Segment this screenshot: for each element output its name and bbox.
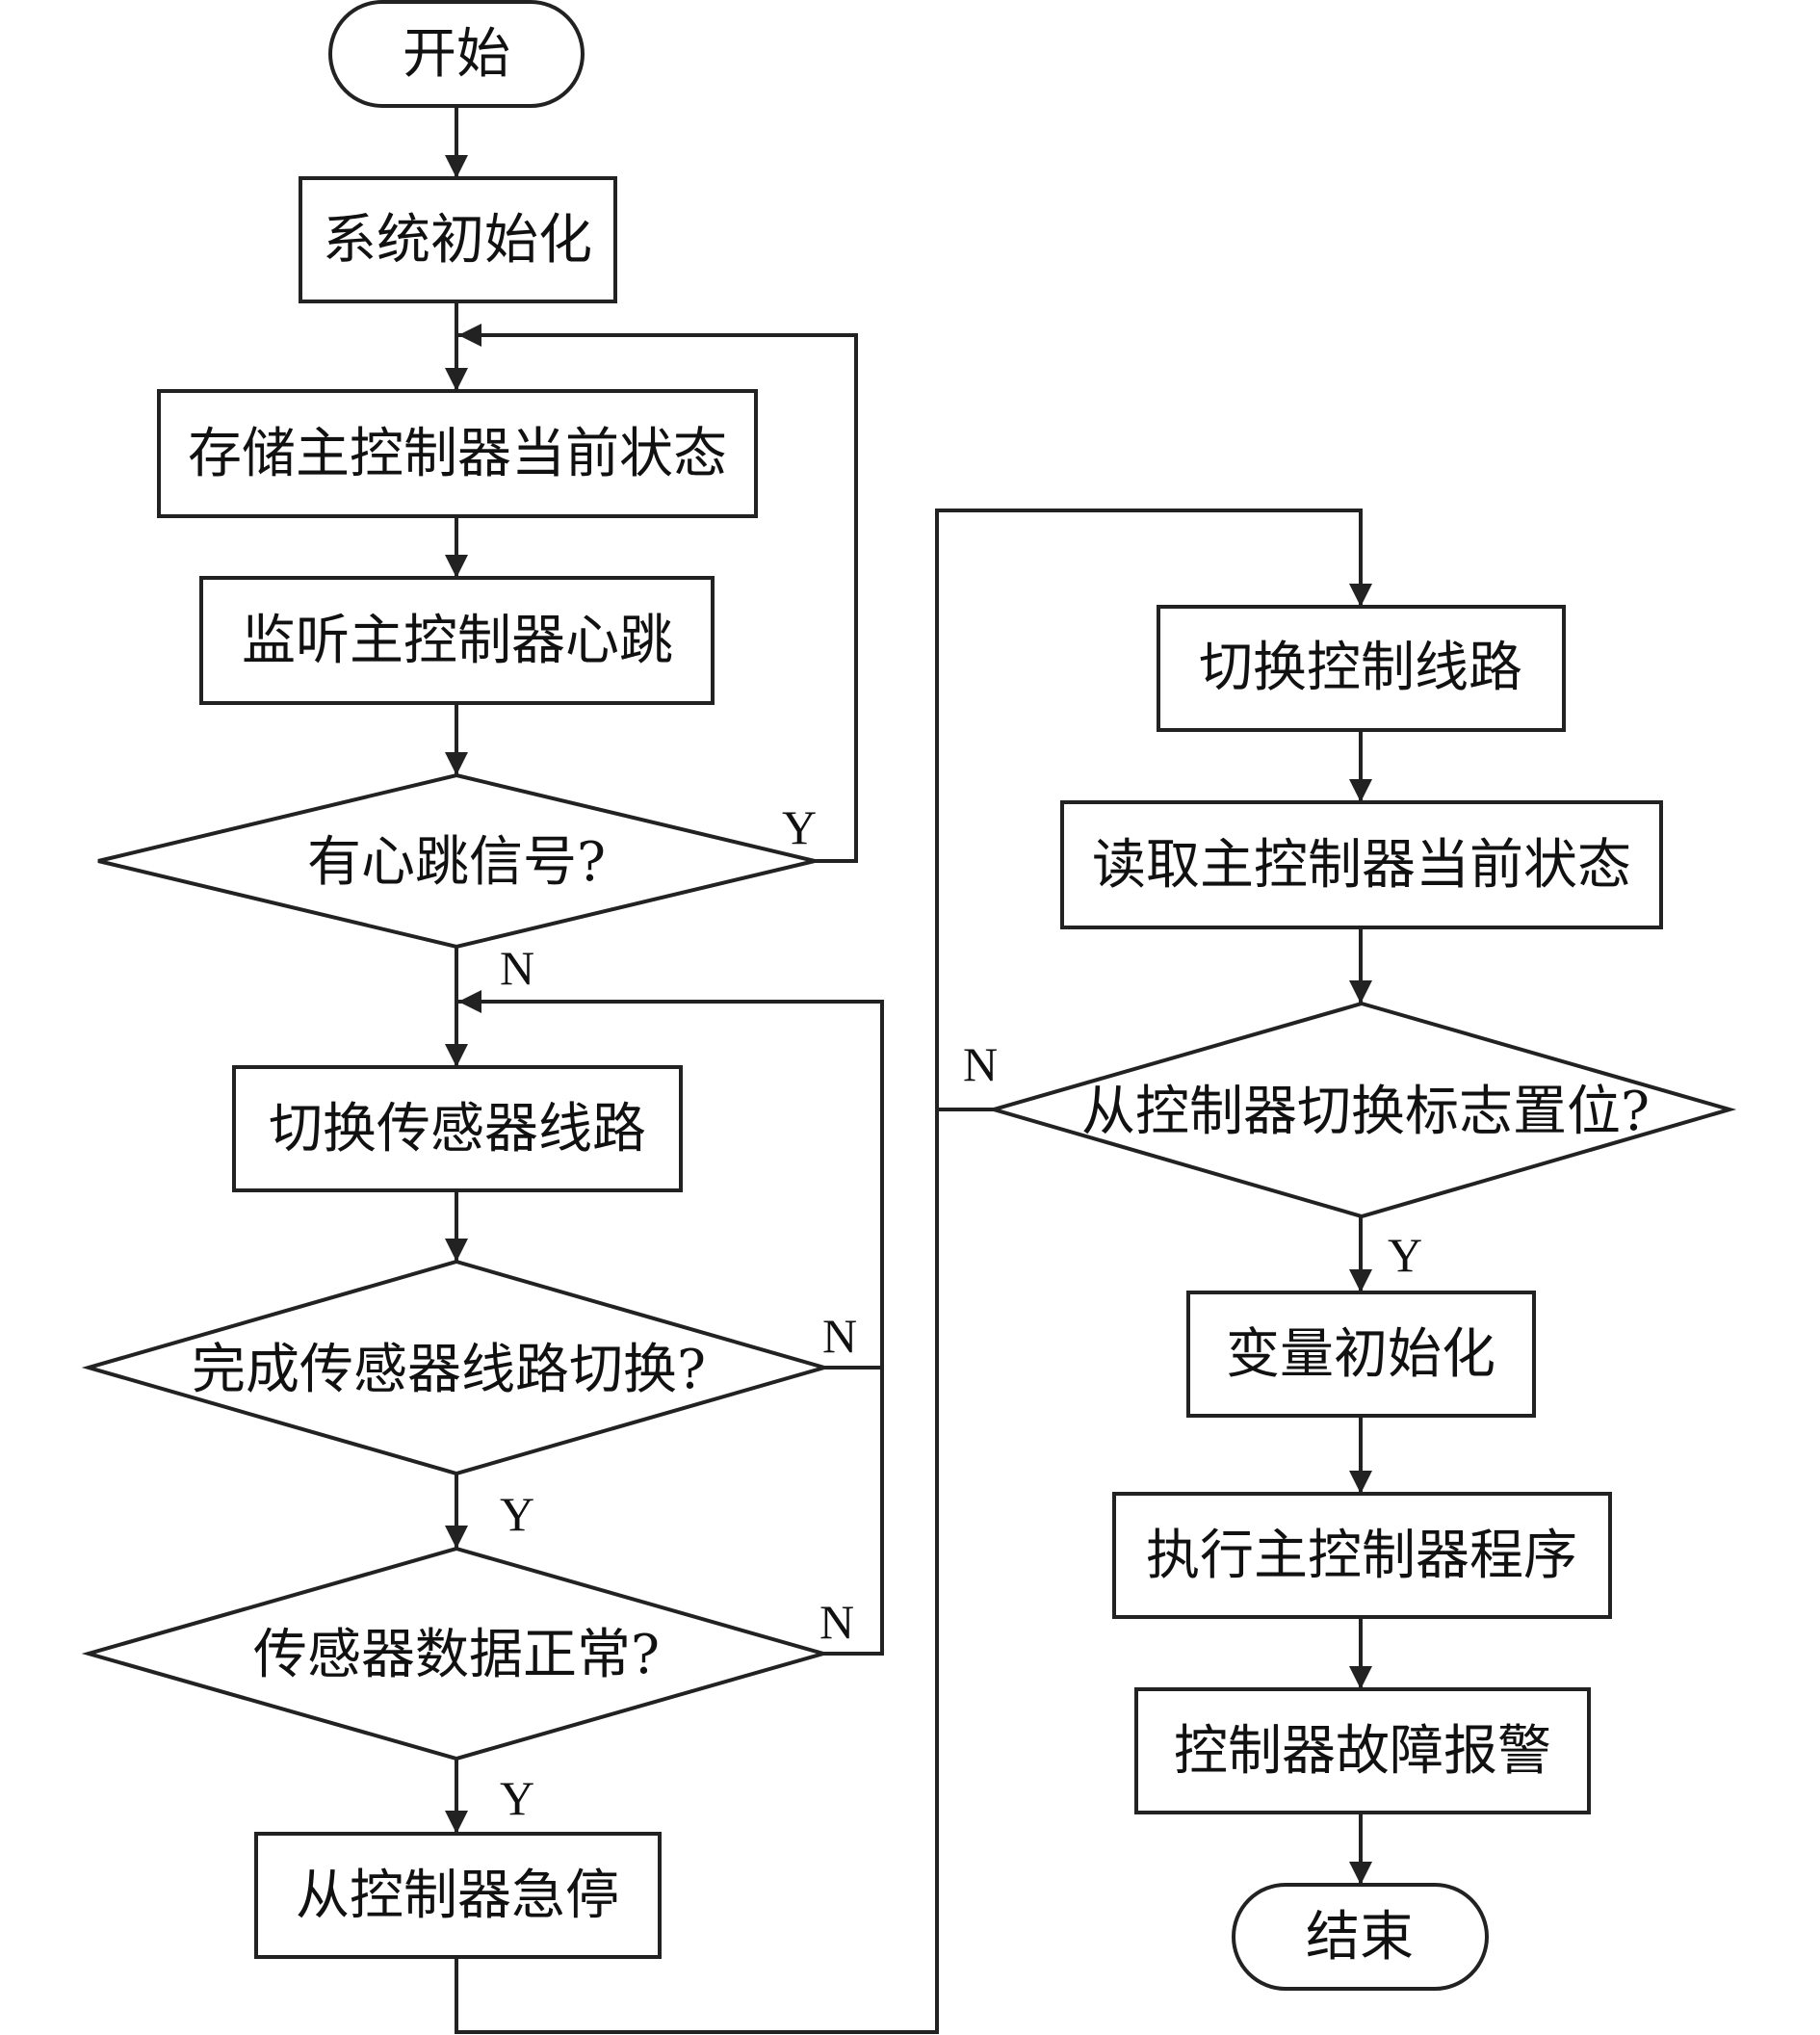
label-flag-no: N [963, 1037, 998, 1091]
switch-control-box: 切换控制线路 [1157, 605, 1566, 732]
start-label: 开始 [403, 23, 510, 86]
var-init-box: 变量初始化 [1186, 1291, 1536, 1418]
label-heartbeat-no: N [500, 941, 534, 995]
system-init-label: 系统初始化 [323, 209, 592, 272]
slave-estop-label: 从控制器急停 [296, 1865, 619, 1927]
exec-master-box: 执行主控制器程序 [1112, 1492, 1612, 1619]
has-heartbeat-decision: 有心跳信号? [97, 772, 816, 950]
system-init-box: 系统初始化 [299, 176, 617, 303]
end-terminal: 结束 [1232, 1883, 1489, 1991]
label-switch-done-no: N [822, 1309, 857, 1363]
label-switch-done-yes: Y [500, 1487, 534, 1541]
switch-sensor-box: 切换传感器线路 [232, 1065, 683, 1192]
loop-heartbeat-yes [458, 324, 858, 863]
listen-heartbeat-label: 监听主控制器心跳 [242, 610, 673, 672]
line-estop-to-bottom [455, 1109, 939, 2034]
loop-sensor-ok-no [458, 990, 884, 1656]
switch-done-decision: 完成传感器线路切换? [81, 1259, 832, 1476]
label-sensor-ok-no: N [819, 1595, 854, 1649]
store-state-label: 存储主控制器当前状态 [188, 423, 727, 485]
end-label: 结束 [1306, 1906, 1414, 1969]
label-flag-yes: Y [1388, 1228, 1422, 1282]
switch-done-label: 完成传感器线路切换? [192, 1339, 706, 1401]
exec-master-label: 执行主控制器程序 [1146, 1525, 1577, 1587]
fault-alarm-box: 控制器故障报警 [1134, 1687, 1591, 1814]
label-heartbeat-yes: Y [782, 800, 817, 854]
sensor-ok-label: 传感器数据正常? [253, 1624, 660, 1686]
sensor-ok-decision: 传感器数据正常? [81, 1546, 831, 1761]
fault-alarm-label: 控制器故障报警 [1174, 1720, 1551, 1783]
start-terminal: 开始 [328, 0, 585, 108]
slave-estop-box: 从控制器急停 [254, 1832, 662, 1959]
read-state-label: 读取主控制器当前状态 [1092, 834, 1631, 897]
read-state-box: 读取主控制器当前状态 [1060, 800, 1663, 929]
var-init-label: 变量初始化 [1226, 1323, 1495, 1386]
label-sensor-ok-yes: Y [500, 1771, 534, 1825]
listen-heartbeat-box: 监听主控制器心跳 [199, 576, 715, 705]
loop-flag-no [935, 509, 1372, 1111]
flag-set-label: 从控制器切换标志置位? [1081, 1081, 1650, 1143]
has-heartbeat-label: 有心跳信号? [307, 831, 606, 894]
switch-control-label: 切换控制线路 [1199, 637, 1522, 699]
store-state-box: 存储主控制器当前状态 [157, 389, 758, 518]
switch-sensor-label: 切换传感器线路 [269, 1098, 646, 1161]
flag-set-decision: 从控制器切换标志置位? [986, 1001, 1737, 1219]
